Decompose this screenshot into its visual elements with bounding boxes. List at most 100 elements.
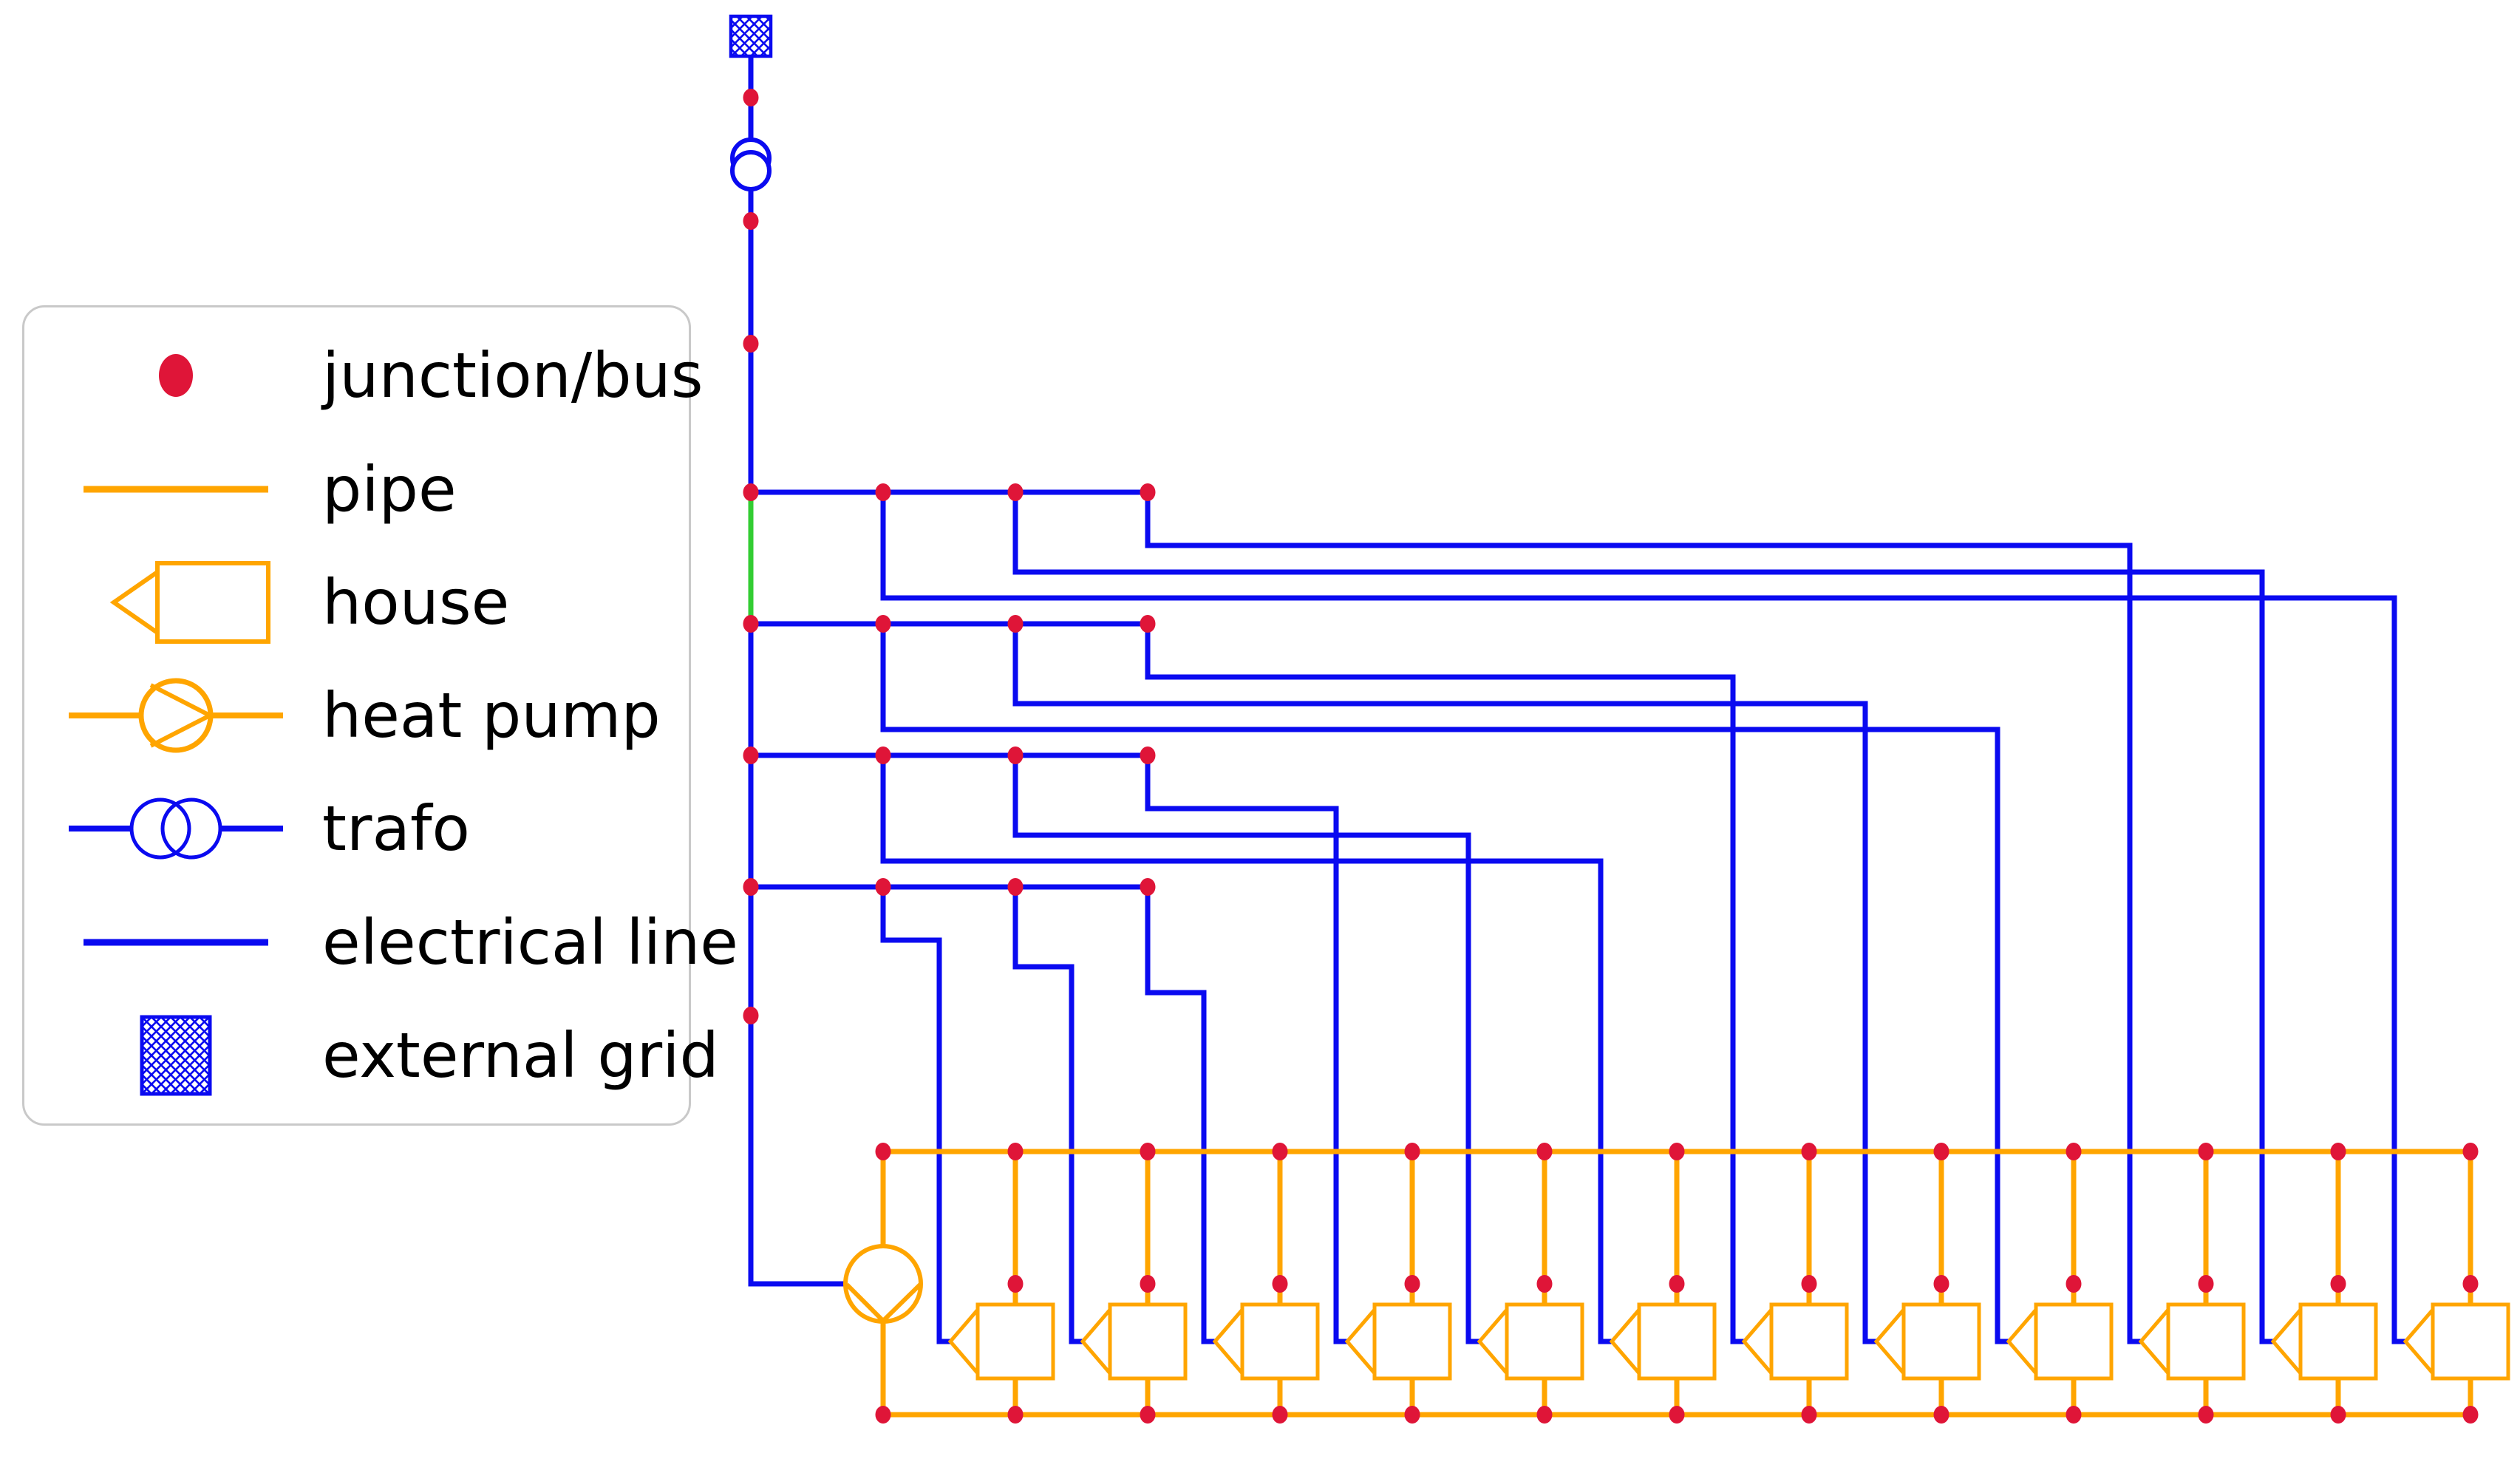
legend-item-external-grid: external grid xyxy=(24,1000,719,1111)
legend-label: junction/bus xyxy=(322,339,704,412)
heat-pump-symbol xyxy=(843,1244,923,1324)
house-service-line-5 xyxy=(1012,755,1479,1344)
house-roof-tip xyxy=(1344,1305,1377,1378)
house-body xyxy=(2431,1302,2510,1381)
house-service-line-11 xyxy=(1012,492,2273,1344)
house-service-line-10 xyxy=(1145,492,2141,1344)
trafo-circle xyxy=(160,797,222,860)
junction-dot xyxy=(159,354,193,398)
house-service-line-12 xyxy=(880,492,2405,1344)
house-service-line-9 xyxy=(880,624,2009,1344)
junction-dot xyxy=(1536,1143,1553,1160)
bus-dot xyxy=(743,335,759,353)
junction-dot xyxy=(2066,1406,2082,1424)
legend-item-junction-bus: junction/bus xyxy=(24,320,704,431)
house-body xyxy=(975,1302,1055,1381)
junction-dot xyxy=(2066,1275,2082,1293)
electrical-line-icon xyxy=(84,939,268,945)
bus-dot xyxy=(743,89,759,106)
external-grid-symbol xyxy=(729,14,773,58)
house-symbol-10 xyxy=(2138,1302,2246,1381)
junction-dot xyxy=(1801,1143,1817,1160)
pump-circle xyxy=(138,678,214,753)
trafo-circle-mask xyxy=(163,800,220,858)
house-service-line-1 xyxy=(880,887,950,1344)
bus-dot xyxy=(1140,746,1156,764)
bus-dot xyxy=(743,615,759,633)
house-roof-tip xyxy=(1741,1305,1774,1378)
house-body xyxy=(2034,1302,2114,1381)
legend-label: trafo xyxy=(322,792,470,865)
legend-item-electrical-line: electrical line xyxy=(24,887,738,998)
bus-dot xyxy=(743,878,759,896)
legend-label: pipe xyxy=(322,452,457,526)
house-roof-tip xyxy=(1873,1305,1906,1378)
house-roof-tip xyxy=(1609,1305,1641,1378)
bus-dot xyxy=(1140,878,1156,896)
junction-dot xyxy=(1669,1143,1685,1160)
junction-dot xyxy=(1404,1143,1420,1160)
junction-dot xyxy=(875,1143,891,1160)
symbols-layer xyxy=(729,14,2510,1381)
bus-dot xyxy=(1007,483,1024,501)
legend-item-heat-pump: heat pump xyxy=(24,660,689,771)
junction-dot xyxy=(2330,1275,2346,1293)
junction-dot xyxy=(2462,1143,2479,1160)
bus-dot xyxy=(743,746,759,764)
junction-dot xyxy=(2330,1143,2346,1160)
bus-dot xyxy=(1007,878,1024,896)
house-body xyxy=(2166,1302,2246,1381)
junction-dot xyxy=(1669,1275,1685,1293)
junction-dot xyxy=(1933,1406,1949,1424)
legend-item-pipe: pipe xyxy=(24,434,689,545)
junction-dot xyxy=(1933,1275,1949,1293)
trafo-symbol xyxy=(730,150,772,191)
pipe-icon xyxy=(84,486,268,492)
bus-dot xyxy=(875,615,891,633)
house-symbol-3 xyxy=(1212,1302,1320,1381)
junction-dot xyxy=(1801,1406,1817,1424)
legend-label: electrical line xyxy=(322,905,738,979)
external-grid-icon xyxy=(140,1015,212,1096)
legend-label: heat pump xyxy=(322,679,661,752)
house-symbol-8 xyxy=(1873,1302,1981,1381)
junction-dot xyxy=(1272,1406,1288,1424)
house-symbol-1 xyxy=(947,1302,1055,1381)
house-body xyxy=(1108,1302,1188,1381)
trafo-circle xyxy=(129,797,191,860)
legend-label: external grid xyxy=(322,1018,719,1092)
bus-dot xyxy=(1140,615,1156,633)
house-roof-tip xyxy=(947,1305,980,1378)
junction-dot xyxy=(1007,1406,1024,1424)
junction-dot xyxy=(2066,1143,2082,1160)
junction-dot xyxy=(1140,1406,1156,1424)
junction-dot xyxy=(1404,1406,1420,1424)
house-symbol-7 xyxy=(1741,1302,1849,1381)
house-symbol-4 xyxy=(1344,1302,1452,1381)
junction-dot xyxy=(1933,1143,1949,1160)
pump-chevron xyxy=(149,683,215,748)
main-feeder-line xyxy=(748,44,848,1287)
junction-dot xyxy=(1536,1275,1553,1293)
junction-dot xyxy=(2462,1406,2479,1424)
external-grid-box xyxy=(140,1015,212,1096)
trafo-icon xyxy=(69,797,283,860)
junction-dot xyxy=(2330,1406,2346,1424)
bus-dot xyxy=(875,878,891,896)
house-body xyxy=(1372,1302,1452,1381)
house-roof-tip xyxy=(2138,1305,2170,1378)
bus-dot xyxy=(743,1007,759,1024)
house-roof-tip xyxy=(2270,1305,2303,1378)
bus-dot xyxy=(1007,615,1024,633)
house-symbol-11 xyxy=(2270,1302,2378,1381)
legend-label: house xyxy=(322,565,510,639)
house-symbol-6 xyxy=(1609,1302,1717,1381)
electrical-lines-layer xyxy=(748,44,2405,1344)
house-symbol-5 xyxy=(1477,1302,1584,1381)
house-icon xyxy=(109,560,270,644)
junction-dot xyxy=(1801,1275,1817,1293)
house-roof-tip xyxy=(2402,1305,2435,1378)
house-roof-tip xyxy=(1477,1305,1509,1378)
house-service-line-6 xyxy=(880,755,1612,1344)
